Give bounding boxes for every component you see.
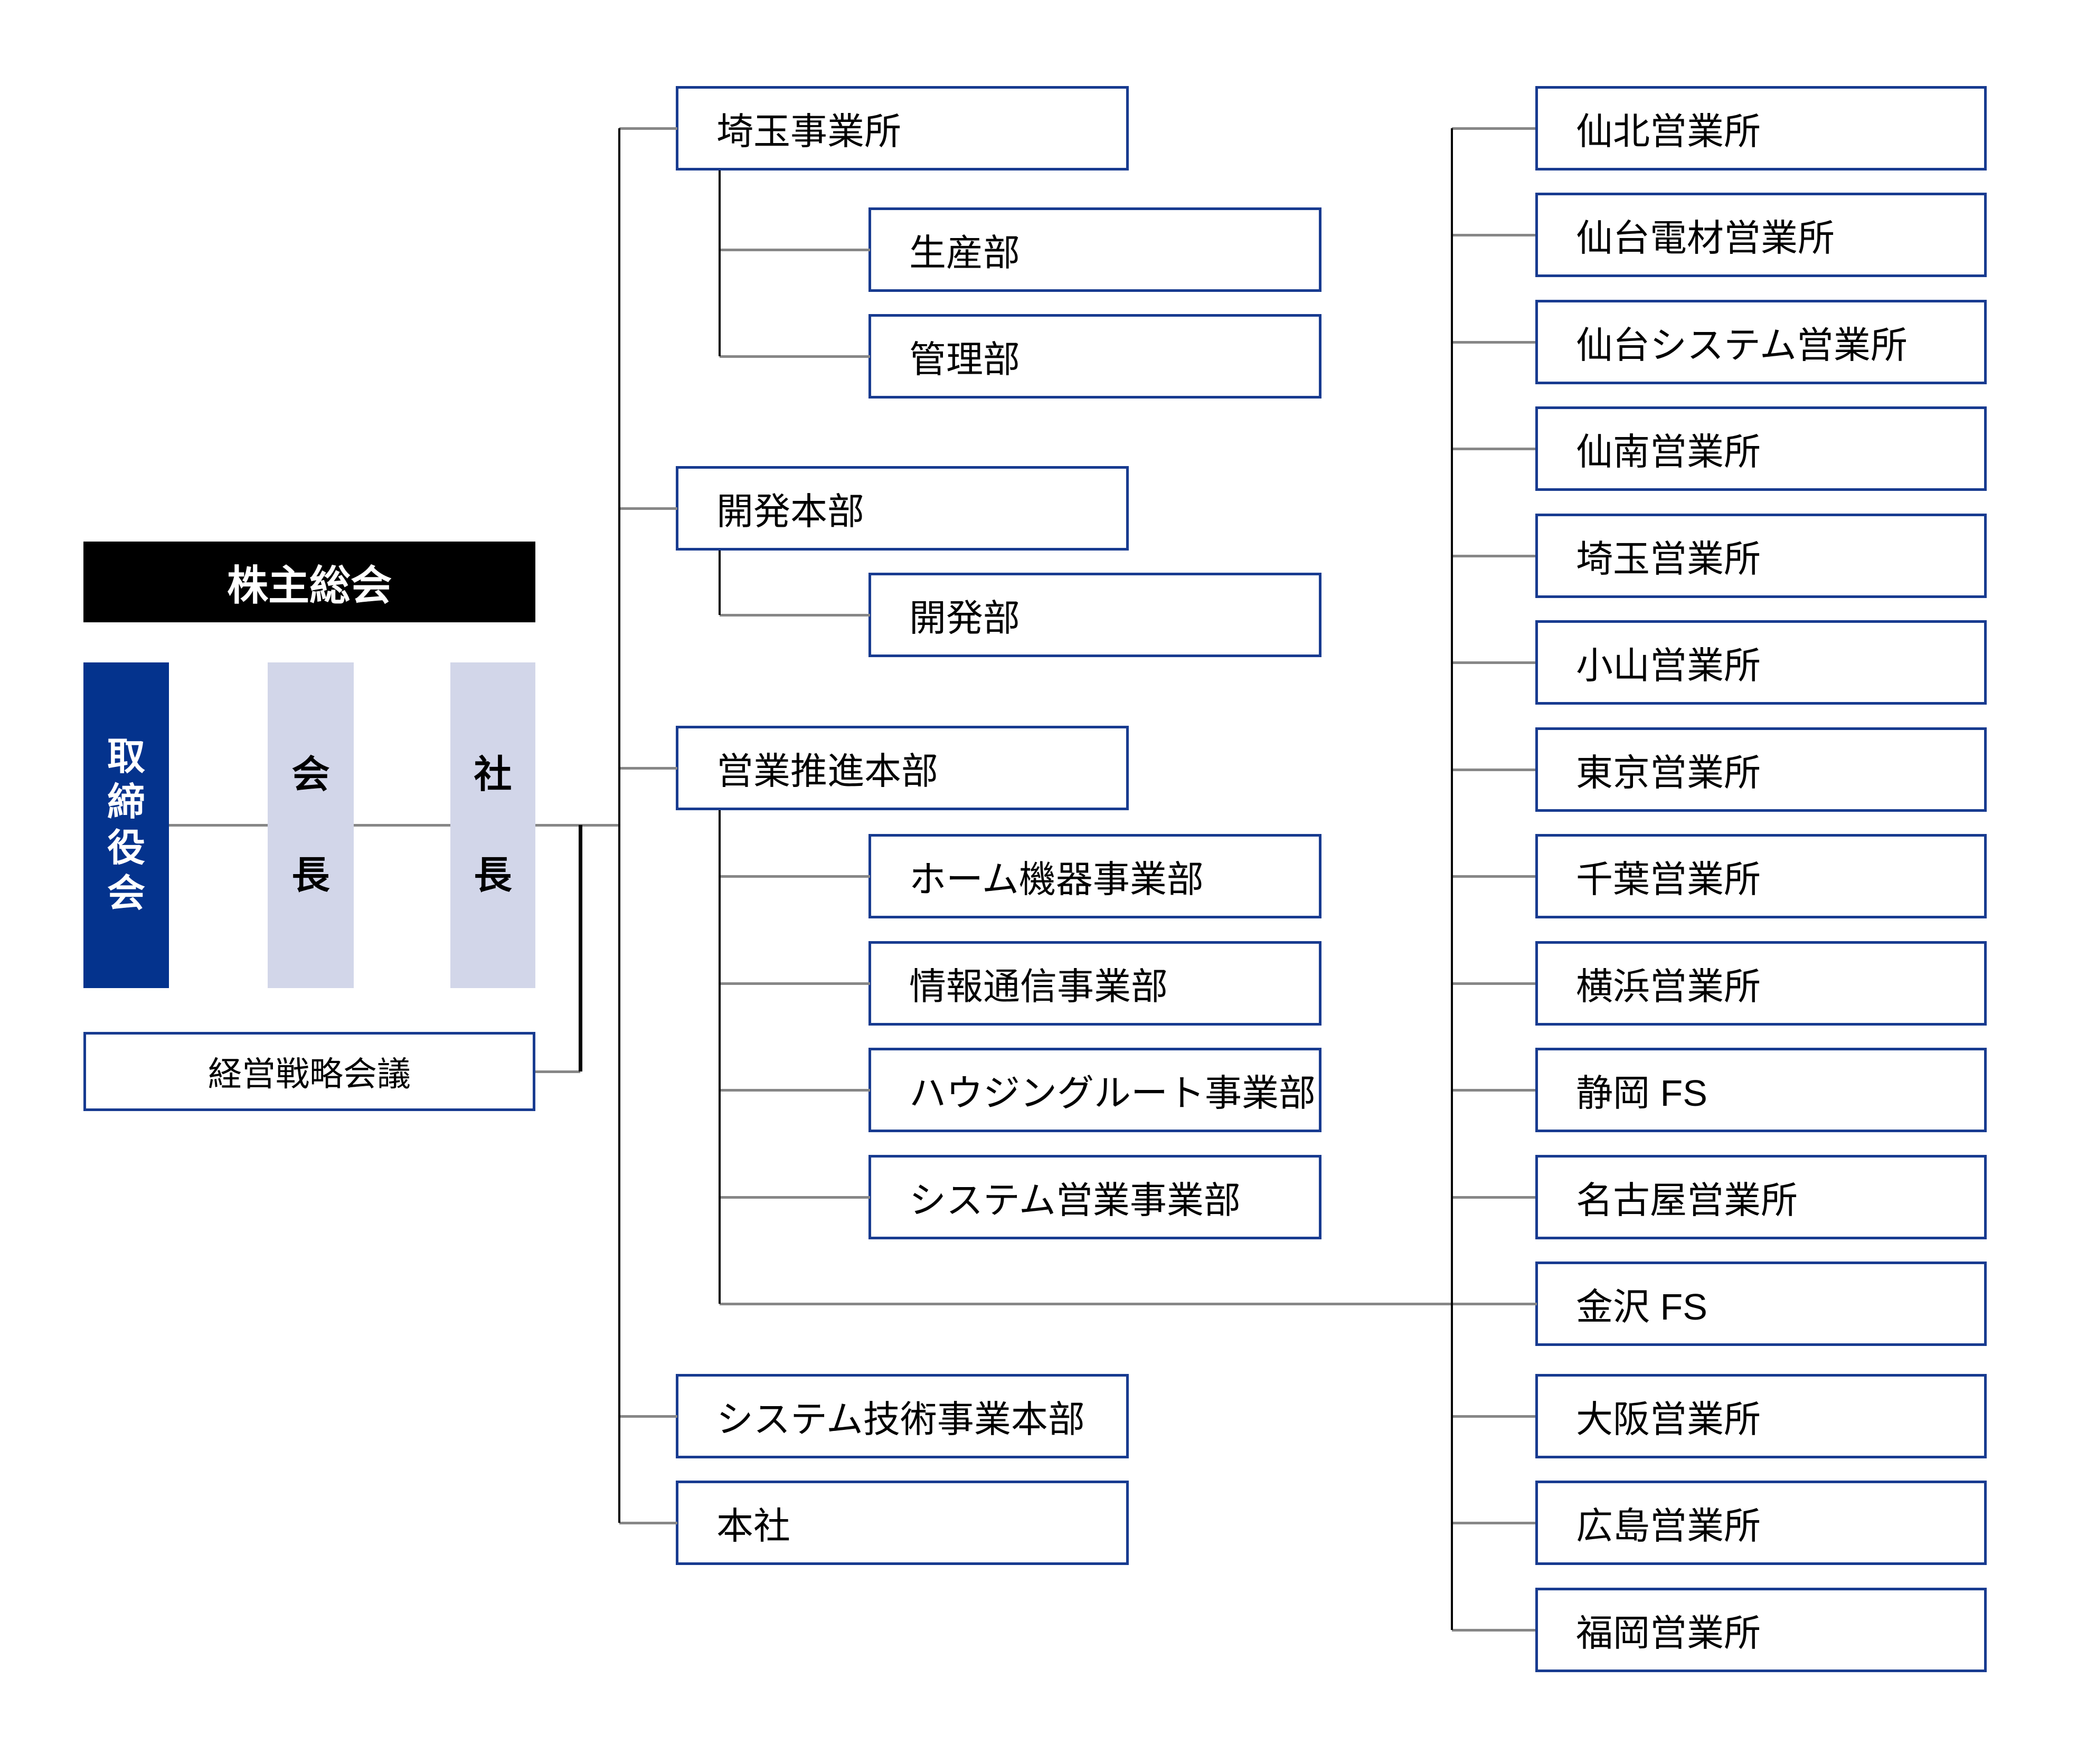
connector-line xyxy=(535,824,620,827)
box-nagoya-sales-office: 名古屋営業所 xyxy=(1535,1155,1987,1239)
trunk-line xyxy=(618,128,620,1523)
vertical-label-char: 役 xyxy=(107,827,145,869)
trunk-line xyxy=(719,170,721,356)
box-admin-dept: 管理部 xyxy=(868,314,1321,399)
box-development-dept: 開発部 xyxy=(868,573,1321,657)
connector-line xyxy=(720,875,870,878)
box-board-of-directors: 取締役会 xyxy=(83,662,169,988)
box-osaka-sales-office: 大阪営業所 xyxy=(1535,1374,1987,1458)
box-head-office: 本社 xyxy=(676,1481,1129,1565)
trunk-line xyxy=(579,825,582,1071)
vertical-label-char: 取 xyxy=(107,735,145,778)
connector-line xyxy=(1452,1522,1535,1524)
connector-line xyxy=(619,127,677,130)
connector-line xyxy=(619,1415,677,1418)
connector-line xyxy=(1452,341,1535,344)
connector-line xyxy=(619,767,677,770)
box-system-sales-div: システム営業事業部 xyxy=(868,1155,1321,1239)
box-chiba-sales-office: 千葉営業所 xyxy=(1535,834,1987,918)
box-oyama-sales-office: 小山営業所 xyxy=(1535,620,1987,705)
box-saitama-office: 埼玉事業所 xyxy=(676,86,1129,170)
box-info-comm-div: 情報通信事業部 xyxy=(868,941,1321,1026)
connector-line xyxy=(720,1196,870,1199)
vertical-label-char: 会 xyxy=(107,872,145,915)
connector-line xyxy=(619,1522,677,1524)
connector-line xyxy=(1452,1089,1535,1092)
box-housing-route-div: ハウジングルート事業部 xyxy=(868,1048,1321,1132)
box-development-hq: 開発本部 xyxy=(676,466,1129,551)
connector-line xyxy=(720,249,870,251)
connector-line xyxy=(1452,1629,1535,1632)
connector-line xyxy=(1452,1196,1535,1199)
connector-line xyxy=(619,507,677,510)
box-saitama-sales-office: 埼玉営業所 xyxy=(1535,514,1987,598)
connector-line xyxy=(1452,982,1535,985)
connector-line xyxy=(720,1303,1537,1305)
box-sendai-system-sales-office: 仙台システム営業所 xyxy=(1535,300,1987,384)
connector-line xyxy=(1452,769,1535,771)
connector-line xyxy=(535,1070,580,1073)
vertical-label-char: 長 xyxy=(291,855,330,897)
box-kanazawa-fs: 金沢 FS xyxy=(1535,1262,1987,1346)
box-sennan-sales-office: 仙南営業所 xyxy=(1535,406,1987,491)
box-shareholders-meeting: 株主総会 xyxy=(83,542,535,622)
trunk-line xyxy=(719,551,721,615)
connector-line xyxy=(1452,555,1535,557)
connector-line xyxy=(720,982,870,985)
connector-line xyxy=(1452,448,1535,450)
connector-line xyxy=(1452,1415,1535,1418)
box-tokyo-sales-office: 東京営業所 xyxy=(1535,727,1987,812)
connector-line xyxy=(1452,127,1535,130)
box-production-dept: 生産部 xyxy=(868,207,1321,292)
box-strategy-council: 経営戦略会議 xyxy=(83,1032,535,1111)
box-home-appliance-div: ホーム機器事業部 xyxy=(868,834,1321,918)
connector-line xyxy=(169,824,268,827)
box-shizuoka-fs: 静岡 FS xyxy=(1535,1048,1987,1132)
box-hiroshima-sales-office: 広島営業所 xyxy=(1535,1481,1987,1565)
vertical-label-char: 会 xyxy=(291,753,330,796)
box-chairman: 会長 xyxy=(268,662,354,988)
vertical-label-char: 長 xyxy=(474,855,512,897)
connector-line xyxy=(720,614,870,617)
box-fukuoka-sales-office: 福岡営業所 xyxy=(1535,1588,1987,1672)
connector-line xyxy=(720,355,870,358)
trunk-line xyxy=(1451,128,1453,1630)
vertical-label-char: 社 xyxy=(474,753,512,796)
connector-line xyxy=(1452,234,1535,236)
connector-line xyxy=(1452,875,1535,878)
box-senboku-sales-office: 仙北営業所 xyxy=(1535,86,1987,170)
box-system-tech-hq: システム技術事業本部 xyxy=(676,1374,1129,1458)
box-sales-promotion-hq: 営業推進本部 xyxy=(676,726,1129,810)
connector-line xyxy=(1452,661,1535,664)
connector-line xyxy=(720,1089,870,1092)
trunk-line xyxy=(719,810,721,1304)
box-president: 社長 xyxy=(450,662,535,988)
vertical-label-char: 締 xyxy=(107,781,145,824)
connector-line xyxy=(354,824,450,827)
box-sendai-denzai-sales-office: 仙台電材営業所 xyxy=(1535,193,1987,277)
box-yokohama-sales-office: 横浜営業所 xyxy=(1535,941,1987,1026)
